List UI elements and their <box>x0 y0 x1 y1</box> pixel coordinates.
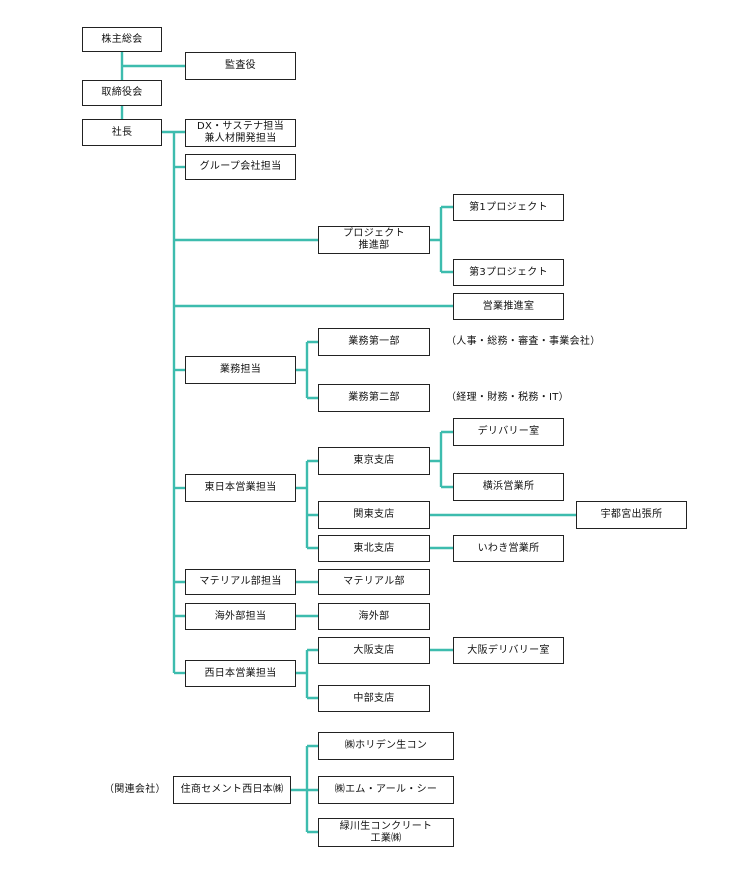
mrc-label: ㈱エム・アール・シー <box>334 784 438 795</box>
sumisho-cement-label: 住商セメント西日本㈱ <box>180 784 284 795</box>
east-japan-box: 東日本営業担当 <box>185 474 296 502</box>
ryokusen-box: 緑川生コンクリート 工業㈱ <box>318 818 454 847</box>
sales-promotion-label: 営業推進室 <box>482 300 535 312</box>
project-promotion-label-1: プロジェクト <box>343 228 405 239</box>
shareholders-meeting-label: 株主総会 <box>101 33 143 45</box>
dept-2-scope-note: （経理・財務・税務・IT） <box>446 392 569 403</box>
auditors-box: 監査役 <box>185 52 296 80</box>
project-3-label: 第3プロジェクト <box>469 266 548 278</box>
yokohama-office-label: 横浜営業所 <box>482 481 535 492</box>
connector-west-split <box>296 648 318 700</box>
business-dept-1-label: 業務第一部 <box>348 336 400 347</box>
west-japan-box: 西日本営業担当 <box>185 660 296 687</box>
iwaki-office-box: いわき営業所 <box>453 535 564 562</box>
osaka-branch-label: 大阪支店 <box>353 644 395 656</box>
tokyo-branch-label: 東京支店 <box>353 455 395 466</box>
tohoku-branch-label: 東北支店 <box>353 542 395 554</box>
osaka-branch-box: 大阪支店 <box>318 637 430 664</box>
hr-development-label: 兼人材開発担当 <box>204 133 277 144</box>
yokohama-office-box: 横浜営業所 <box>453 473 564 501</box>
material-charge-box: マテリアル部担当 <box>185 569 296 595</box>
board-label: 取締役会 <box>101 87 143 98</box>
sumisho-cement-box: 住商セメント西日本㈱ <box>173 776 291 804</box>
east-japan-label: 東日本営業担当 <box>204 482 277 493</box>
horiden-label: ㈱ホリデン生コン <box>344 740 428 751</box>
project-1-box: 第1プロジェクト <box>453 194 564 221</box>
business-dept-1-box: 業務第一部 <box>318 328 430 356</box>
project-3-box: 第3プロジェクト <box>453 259 564 286</box>
project-1-label: 第1プロジェクト <box>469 201 548 213</box>
shareholders-meeting-box: 株主総会 <box>82 27 162 52</box>
group-companies-box: グループ会社担当 <box>185 154 296 180</box>
horiden-box: ㈱ホリデン生コン <box>318 732 454 760</box>
ryokusen-label-2: 工業㈱ <box>370 832 402 844</box>
connector-affiliates <box>291 744 318 834</box>
project-promotion-box: プロジェクト 推進部 <box>318 226 430 254</box>
auditors-label: 監査役 <box>225 60 256 71</box>
sales-promotion-box: 営業推進室 <box>453 293 564 320</box>
business-affairs-box: 業務担当 <box>185 356 296 384</box>
president-box: 社長 <box>82 119 162 146</box>
ryokusen-label-1: 緑川生コンクリート <box>339 820 433 832</box>
utsunomiya-office-label: 宇都宮出張所 <box>600 509 663 520</box>
material-charge-label: マテリアル部担当 <box>199 576 282 587</box>
connector-project-split <box>430 205 453 274</box>
tohoku-branch-box: 東北支店 <box>318 535 430 562</box>
business-dept-2-label: 業務第二部 <box>348 392 400 403</box>
business-affairs-label: 業務担当 <box>219 364 262 375</box>
mrc-box: ㈱エム・アール・シー <box>318 776 454 804</box>
dept-1-scope-note: （人事・総務・審査・事業会社） <box>446 336 601 347</box>
chubu-branch-label: 中部支店 <box>353 692 395 704</box>
business-dept-2-box: 業務第二部 <box>318 384 430 412</box>
utsunomiya-office-box: 宇都宮出張所 <box>576 501 687 529</box>
connector-business-split <box>296 340 318 400</box>
group-companies-label: グループ会社担当 <box>199 161 282 172</box>
connector-east-split <box>296 459 318 550</box>
material-dept-box: マテリアル部 <box>318 569 430 595</box>
affiliates-note: （関連会社） <box>104 784 166 795</box>
project-promotion-label-2: 推進部 <box>358 240 390 251</box>
dx-sustainability-label: DX・サステナ担当 <box>196 121 285 132</box>
kanto-branch-label: 関東支店 <box>353 509 395 520</box>
osaka-delivery-label: 大阪デリバリー室 <box>467 644 550 656</box>
president-label: 社長 <box>111 126 133 138</box>
board-box: 取締役会 <box>82 80 162 106</box>
material-dept-label: マテリアル部 <box>343 576 405 587</box>
overseas-charge-label: 海外部担当 <box>214 610 267 622</box>
delivery-room-box: デリバリー室 <box>453 418 564 446</box>
overseas-charge-box: 海外部担当 <box>185 603 296 630</box>
delivery-room-label: デリバリー室 <box>477 426 540 437</box>
west-japan-label: 西日本営業担当 <box>204 667 277 679</box>
overseas-dept-label: 海外部 <box>358 610 390 622</box>
chubu-branch-box: 中部支店 <box>318 685 430 712</box>
iwaki-office-label: いわき営業所 <box>477 542 540 554</box>
connector-tokyo-split <box>430 430 453 489</box>
dx-sustainability-box: DX・サステナ担当 兼人材開発担当 <box>185 119 296 147</box>
kanto-branch-box: 関東支店 <box>318 501 430 529</box>
overseas-dept-box: 海外部 <box>318 603 430 630</box>
osaka-delivery-box: 大阪デリバリー室 <box>453 637 564 664</box>
tokyo-branch-box: 東京支店 <box>318 447 430 475</box>
